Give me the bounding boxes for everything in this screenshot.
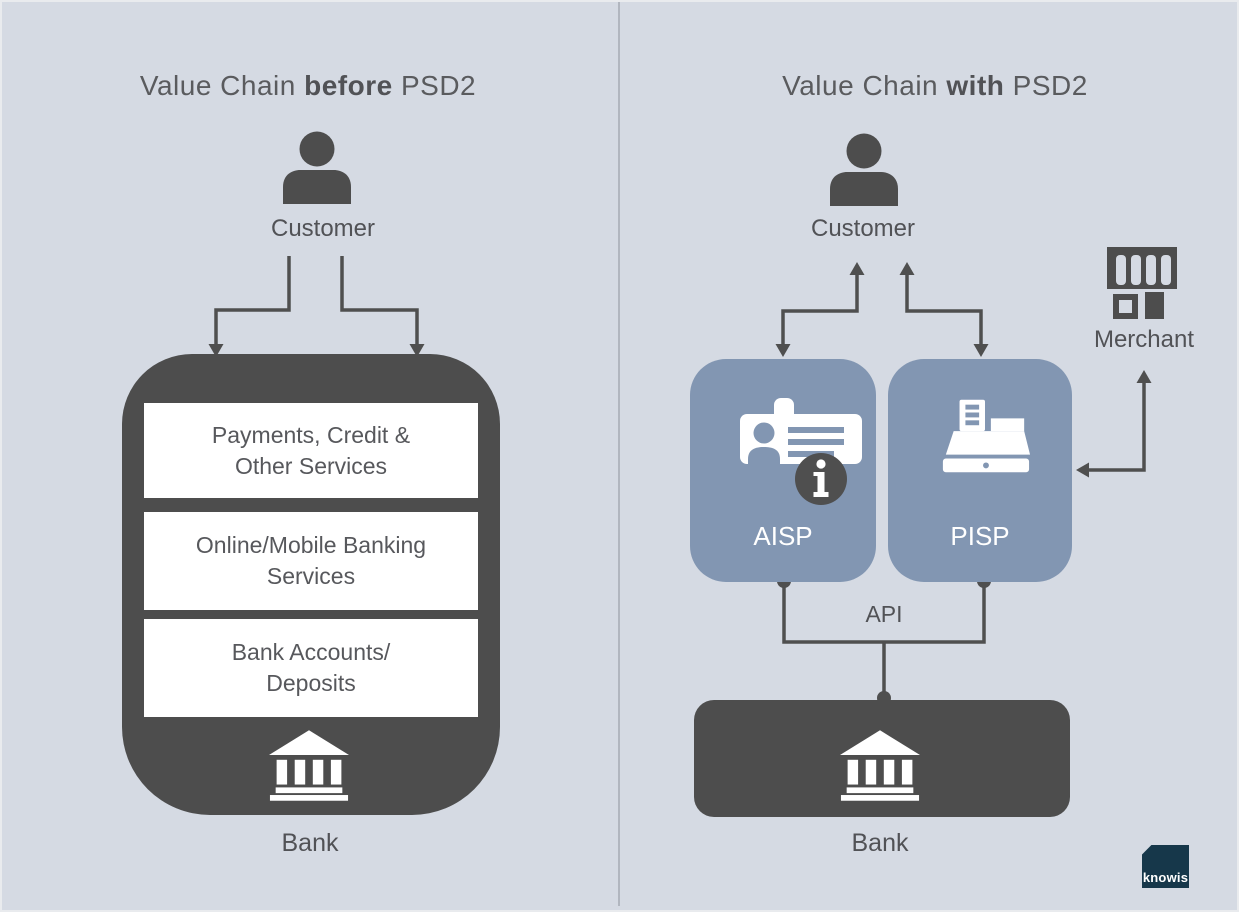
api-connector [777, 574, 991, 705]
merchant-pisp-connector [1076, 370, 1152, 478]
panel-divider [618, 2, 620, 906]
bank-label: Bank [281, 829, 339, 857]
title-prefix: Value Chain [139, 70, 305, 101]
service-line: Other Services [234, 452, 388, 479]
title-prefix: Value Chain [782, 70, 947, 101]
service-line: Payments, Credit & [211, 421, 411, 448]
api-label: API [865, 601, 903, 627]
aisp-label: AISP [753, 521, 813, 551]
bank-label: Bank [851, 829, 909, 857]
pisp-label: PISP [950, 521, 1010, 551]
knowis-logo-text: knowis [1142, 870, 1189, 885]
customer-pisp-connector [899, 262, 989, 357]
customer-person-icon [283, 131, 351, 204]
customer-aisp-connector [775, 262, 865, 357]
title-emphasis: with [946, 70, 1005, 101]
pisp-cash-register-icon [942, 399, 1031, 473]
left-panel-title: Value Chain before PSD2 [98, 70, 518, 102]
title-suffix: PSD2 [1004, 70, 1088, 101]
customer-to-bankphone-arrows [208, 256, 425, 357]
bank-building-icon [840, 730, 920, 801]
title-emphasis: before [304, 70, 393, 101]
service-box-payments: Payments, Credit & Other Services [144, 403, 478, 498]
title-suffix: PSD2 [392, 70, 477, 101]
customer-label: Customer [270, 215, 376, 242]
service-box-accounts: Bank Accounts/ Deposits [144, 619, 478, 717]
merchant-label: Merchant [1093, 326, 1195, 353]
service-line: Services [266, 563, 356, 589]
service-box-online-banking: Online/Mobile Banking Services [144, 512, 478, 610]
info-icon [795, 453, 847, 505]
knowis-logo: knowis [1142, 845, 1189, 888]
bank-building-icon [269, 730, 349, 801]
right-panel-title: Value Chain with PSD2 [725, 70, 1145, 102]
customer-person-icon [830, 133, 898, 206]
service-line: Deposits [266, 670, 356, 696]
service-line: Online/Mobile Banking [195, 532, 427, 558]
merchant-store-icon [1107, 247, 1177, 319]
customer-label: Customer [810, 215, 916, 242]
service-line: Bank Accounts/ [231, 639, 391, 665]
aisp-id-card-icon [740, 398, 862, 505]
